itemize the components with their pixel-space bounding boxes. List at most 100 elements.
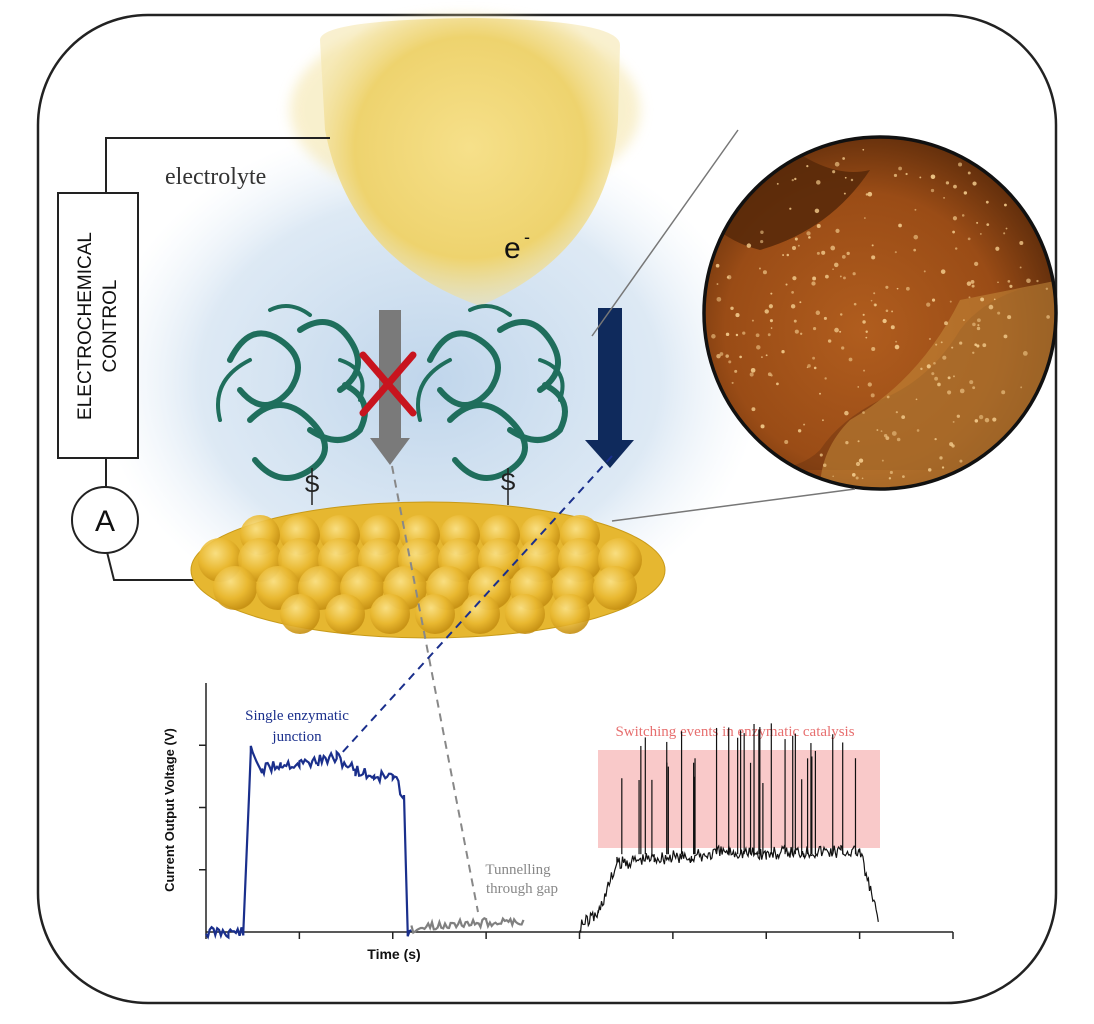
stm-feature <box>898 167 902 171</box>
stm-feature <box>937 383 941 387</box>
stm-feature <box>752 320 754 322</box>
stm-feature <box>919 176 921 178</box>
stm-feature <box>887 396 890 399</box>
stm-feature <box>1001 390 1005 394</box>
stm-feature <box>895 345 900 350</box>
stm-feature <box>1019 241 1023 245</box>
electron-superscript: - <box>524 227 530 247</box>
stm-feature <box>751 368 756 373</box>
stm-feature <box>760 231 763 234</box>
stm-feature <box>953 375 955 377</box>
stm-feature <box>761 356 763 358</box>
stm-feature <box>935 344 937 346</box>
stm-feature <box>720 352 724 356</box>
stm-feature <box>716 264 720 268</box>
stm-feature <box>924 270 926 272</box>
control-label-line1: ELECTROCHEMICAL <box>75 232 96 420</box>
single-junction-label-2: junction <box>271 729 322 745</box>
stm-feature <box>997 281 999 283</box>
stm-feature <box>980 297 984 301</box>
stm-feature <box>736 334 738 336</box>
stm-feature <box>820 453 823 456</box>
stm-feature <box>871 255 875 259</box>
stm-feature <box>842 255 846 259</box>
stm-feature <box>963 319 965 321</box>
stm-feature <box>863 370 865 372</box>
stm-feature <box>972 285 975 288</box>
stm-feature <box>972 181 976 185</box>
stm-feature <box>739 356 742 359</box>
stm-feature <box>862 149 864 151</box>
stm-feature <box>787 254 790 257</box>
stm-feature <box>871 393 875 397</box>
stm-feature <box>770 293 772 295</box>
gold-atom <box>593 566 637 610</box>
stm-feature <box>794 320 797 323</box>
stm-feature <box>906 287 910 291</box>
stm-feature <box>928 468 931 471</box>
stm-feature <box>947 390 951 394</box>
stm-feature <box>881 430 883 432</box>
stm-feature <box>782 254 784 256</box>
stm-feature <box>905 173 907 175</box>
stm-feature <box>865 337 867 339</box>
gold-atom <box>213 566 257 610</box>
stm-feature <box>845 177 847 179</box>
stm-feature <box>830 246 835 251</box>
stm-feature <box>1004 204 1007 207</box>
stm-feature <box>766 354 768 356</box>
stm-feature <box>948 376 951 379</box>
stm-feature <box>1023 351 1028 356</box>
stm-feature <box>1046 315 1050 319</box>
stm-feature <box>756 345 760 349</box>
stm-feature <box>941 269 946 274</box>
stm-feature <box>785 283 787 285</box>
stm-feature <box>795 330 799 334</box>
stm-feature <box>1003 232 1005 234</box>
stm-feature <box>949 442 953 446</box>
stm-feature <box>817 224 821 228</box>
stm-feature <box>823 463 827 467</box>
gold-atom <box>550 594 590 634</box>
stm-feature <box>834 263 839 268</box>
stm-feature <box>812 357 815 360</box>
stm-feature <box>920 368 922 370</box>
stm-feature <box>834 328 839 333</box>
stm-feature <box>885 286 888 289</box>
stm-feature <box>931 372 934 375</box>
stm-feature <box>969 380 973 384</box>
stm-feature <box>747 243 752 248</box>
stm-feature <box>862 411 865 414</box>
stm-feature <box>770 319 773 322</box>
stm-feature <box>824 377 826 379</box>
stm-feature <box>890 471 893 474</box>
stm-feature <box>825 275 829 279</box>
stm-feature <box>969 296 971 298</box>
stm-feature <box>845 441 848 444</box>
stm-feature <box>792 246 796 250</box>
stm-feature <box>892 431 897 436</box>
stm-feature <box>913 249 916 252</box>
stm-feature <box>800 333 802 335</box>
stm-feature <box>806 231 810 235</box>
stm-feature <box>953 216 957 220</box>
stm-feature <box>889 477 891 479</box>
stm-feature <box>852 473 856 477</box>
stm-feature <box>916 398 918 400</box>
stm-feature <box>953 185 957 189</box>
stm-feature <box>931 189 934 192</box>
stm-feature <box>886 309 889 312</box>
stm-feature <box>974 343 977 346</box>
stm-feature <box>808 236 811 239</box>
stm-feature <box>768 333 771 336</box>
stm-feature <box>727 276 729 278</box>
stm-feature <box>777 183 779 185</box>
stm-feature <box>742 331 745 334</box>
stm-feature <box>863 314 865 316</box>
stm-feature <box>725 354 728 357</box>
tunnelling-label-2: through gap <box>486 881 558 897</box>
stm-feature <box>750 373 754 377</box>
stm-feature <box>968 172 971 175</box>
stm-feature <box>859 458 863 462</box>
